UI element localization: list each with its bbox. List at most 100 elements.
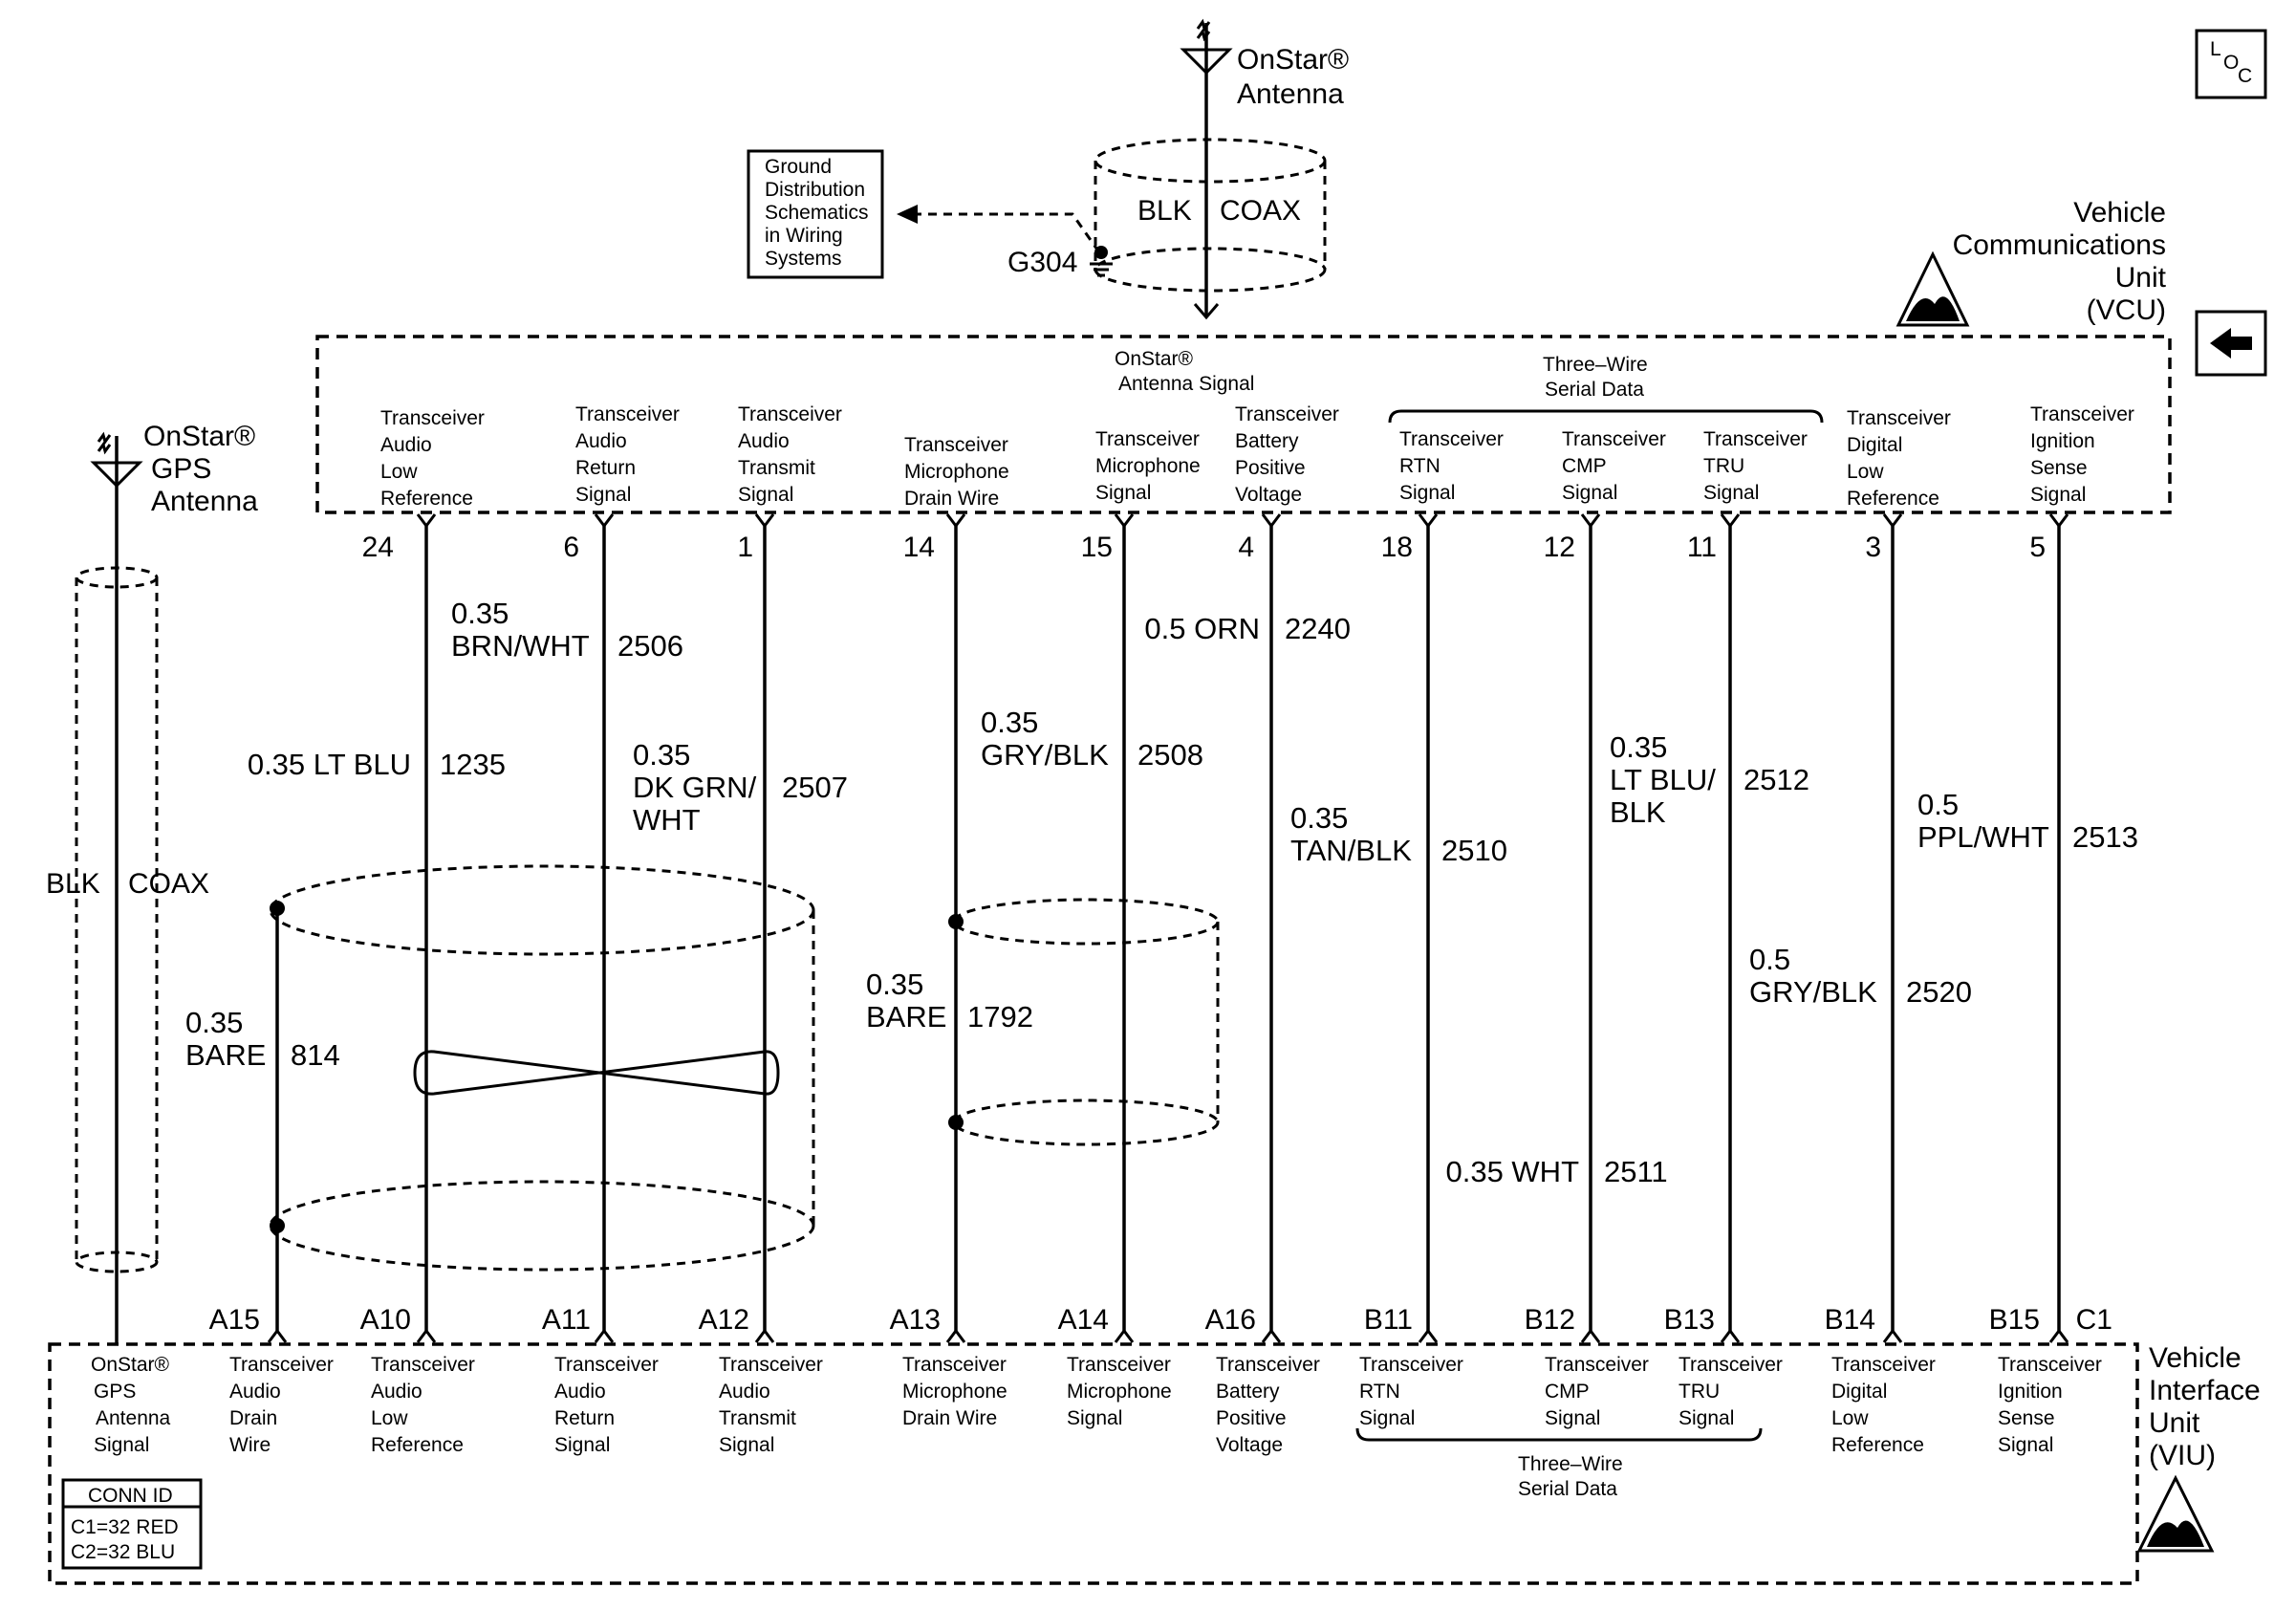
audio-shield: [269, 864, 815, 1272]
esd-sensitive-icon-vcu: [1895, 250, 1970, 327]
svg-text:2510: 2510: [1441, 834, 1507, 867]
svg-text:2520: 2520: [1906, 975, 1972, 1009]
viu-pin-number: B13: [1664, 1304, 1715, 1336]
ground-distribution-reference[interactable]: Ground Distribution Schematics in Wiring…: [747, 149, 884, 279]
viu-pin-number: B14: [1825, 1304, 1875, 1336]
svg-text:Reference: Reference: [1831, 1434, 1924, 1456]
viu-pin-number: A16: [1205, 1304, 1256, 1336]
svg-text:Low: Low: [1847, 461, 1884, 483]
svg-text:0.35: 0.35: [451, 597, 509, 630]
vcu-terminal-label: Transceiver: [1095, 428, 1200, 450]
vcu-terminal-label: Transceiver: [380, 407, 485, 429]
svg-text:WHT: WHT: [633, 803, 701, 837]
svg-text:2512: 2512: [1744, 763, 1809, 796]
svg-text:Drain Wire: Drain Wire: [902, 1407, 997, 1429]
svg-text:Signal: Signal: [1703, 482, 1759, 504]
viu-terminal-label: Transceiver: [1831, 1354, 1936, 1376]
svg-text:0.35: 0.35: [866, 968, 923, 1001]
svg-text:O: O: [2223, 52, 2239, 74]
svg-text:Low: Low: [1831, 1407, 1869, 1429]
svg-text:GPS: GPS: [151, 453, 211, 485]
vcu-terminal-label: Transceiver: [1235, 403, 1339, 425]
svg-text:OnStar®: OnStar®: [143, 421, 255, 452]
svg-text:Schematics: Schematics: [765, 202, 869, 224]
viu-pin-number: A12: [699, 1304, 749, 1336]
svg-text:Microphone: Microphone: [904, 461, 1009, 483]
svg-text:Return: Return: [554, 1407, 615, 1429]
svg-text:Antenna: Antenna: [96, 1407, 171, 1429]
svg-text:Voltage: Voltage: [1235, 484, 1302, 506]
svg-text:Signal: Signal: [1399, 482, 1455, 504]
svg-text:814: 814: [291, 1038, 340, 1072]
svg-text:Audio: Audio: [575, 430, 627, 452]
svg-text:Signal: Signal: [1359, 1407, 1415, 1429]
svg-text:0.35: 0.35: [185, 1006, 243, 1039]
svg-text:Signal: Signal: [1998, 1434, 2053, 1456]
vcu-pin-number: 24: [362, 532, 394, 563]
svg-text:OnStar®: OnStar®: [91, 1354, 170, 1376]
ground-label: G304: [1007, 247, 1077, 278]
svg-text:Microphone: Microphone: [1067, 1381, 1172, 1403]
microphone-shield: [948, 898, 1220, 1146]
vcu-terminal-label: Transceiver: [1703, 428, 1808, 450]
svg-text:C1=32 RED: C1=32 RED: [71, 1516, 179, 1538]
svg-text:0.35: 0.35: [981, 706, 1038, 739]
svg-text:TRU: TRU: [1679, 1381, 1720, 1403]
svg-text:Audio: Audio: [719, 1381, 770, 1403]
svg-text:C2=32 BLU: C2=32 BLU: [71, 1541, 175, 1563]
vcu-name: Vehicle: [2073, 197, 2166, 228]
svg-text:RTN: RTN: [1399, 455, 1440, 477]
svg-text:Audio: Audio: [738, 430, 790, 452]
svg-text:Drain Wire: Drain Wire: [904, 488, 999, 510]
circuit-wires: [275, 524, 2061, 1333]
svg-text:CMP: CMP: [1545, 1381, 1590, 1403]
svg-text:Digital: Digital: [1847, 434, 1902, 456]
svg-text:0.35 LT BLU: 0.35 LT BLU: [248, 748, 411, 781]
vcu-terminal-label: Transceiver: [575, 403, 680, 425]
viu-terminal-label: Transceiver: [1216, 1354, 1320, 1376]
svg-text:Signal: Signal: [2030, 484, 2086, 506]
svg-text:Wire: Wire: [229, 1434, 271, 1456]
svg-text:0.35: 0.35: [633, 738, 690, 772]
svg-text:GPS: GPS: [94, 1381, 136, 1403]
svg-text:Positive: Positive: [1235, 457, 1306, 479]
viu-pin-number: A15: [209, 1304, 260, 1336]
svg-text:Signal: Signal: [1545, 1407, 1600, 1429]
vcu-pin-number: 3: [1865, 532, 1881, 563]
svg-text:Signal: Signal: [554, 1434, 610, 1456]
viu-name: Vehicle: [2149, 1342, 2242, 1374]
svg-text:Ground: Ground: [765, 156, 832, 178]
svg-text:Transmit: Transmit: [719, 1407, 796, 1429]
svg-text:0.35: 0.35: [1290, 801, 1348, 835]
svg-text:2513: 2513: [2072, 820, 2138, 854]
svg-text:Reference: Reference: [371, 1434, 464, 1456]
svg-text:0.5: 0.5: [1749, 943, 1790, 976]
svg-text:L: L: [2210, 38, 2221, 60]
svg-text:2240: 2240: [1285, 612, 1351, 645]
svg-text:Signal: Signal: [738, 484, 793, 506]
viu-terminal-label: Transceiver: [1545, 1354, 1649, 1376]
svg-text:in Wiring: in Wiring: [765, 225, 843, 247]
vcu-module: Vehicle Communications Unit (VCU) OnStar…: [315, 197, 2172, 563]
viu-terminal-label: Transceiver: [1998, 1354, 2102, 1376]
twisted-pair-symbol: [413, 1050, 780, 1096]
viu-pin-number: B11: [1364, 1304, 1413, 1336]
svg-text:Signal: Signal: [94, 1434, 149, 1456]
svg-text:2506: 2506: [617, 629, 683, 663]
svg-text:Low: Low: [380, 461, 418, 483]
svg-text:BLK: BLK: [1137, 195, 1192, 227]
viu-terminal-label: Transceiver: [719, 1354, 823, 1376]
svg-text:Return: Return: [575, 457, 636, 479]
vcu-pin-number: 15: [1081, 532, 1113, 563]
back-arrow-icon[interactable]: [2195, 310, 2267, 377]
location-icon[interactable]: L O C: [2195, 29, 2267, 99]
svg-text:Unit: Unit: [2149, 1407, 2200, 1439]
svg-text:Microphone: Microphone: [902, 1381, 1007, 1403]
svg-text:Digital: Digital: [1831, 1381, 1887, 1403]
svg-text:PPL/WHT: PPL/WHT: [1917, 820, 2049, 854]
viu-pin-number: A13: [890, 1304, 941, 1336]
svg-text:Positive: Positive: [1216, 1407, 1287, 1429]
svg-text:GRY/BLK: GRY/BLK: [1749, 975, 1877, 1009]
svg-text:(VIU): (VIU): [2149, 1440, 2216, 1471]
